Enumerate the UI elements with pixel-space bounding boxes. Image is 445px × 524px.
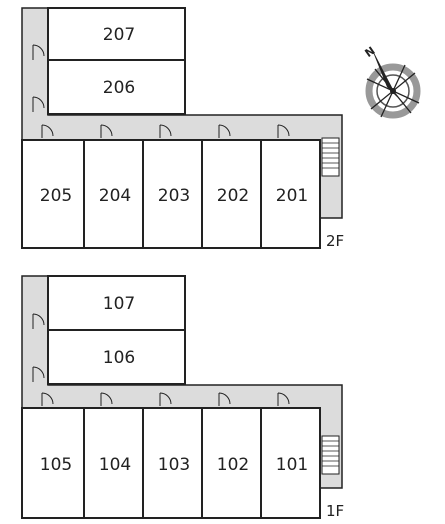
- stair-treads-2f: [322, 142, 339, 169]
- door-icon: [159, 392, 172, 406]
- door-icon: [32, 44, 45, 60]
- unit-206[interactable]: 206: [47, 59, 186, 115]
- unit-105[interactable]: 105: [21, 407, 85, 519]
- door-icon: [100, 124, 113, 138]
- door-icon: [100, 392, 113, 406]
- compass-rose-icon: N: [362, 44, 421, 119]
- unit-202[interactable]: 202: [201, 139, 262, 249]
- unit-107-label: 107: [103, 294, 135, 314]
- unit-102[interactable]: 102: [201, 407, 262, 519]
- door-icons-2f: [32, 44, 290, 138]
- door-icon: [41, 124, 54, 138]
- floor-label-1f: 1F: [326, 502, 344, 520]
- door-icon: [32, 366, 45, 382]
- door-icon: [41, 392, 54, 406]
- unit-207[interactable]: 207: [47, 7, 186, 61]
- unit-203[interactable]: 203: [142, 139, 203, 249]
- unit-105-label: 105: [40, 455, 72, 475]
- compass-north-label: N: [362, 44, 377, 60]
- unit-104-label: 104: [99, 455, 131, 475]
- unit-206-label: 206: [103, 78, 135, 98]
- floor-2f: 207 206 205 204 203 202 201: [21, 7, 344, 250]
- stair-1f: [321, 435, 340, 475]
- door-icon: [32, 313, 45, 329]
- unit-202-label: 202: [217, 186, 249, 206]
- unit-104[interactable]: 104: [83, 407, 144, 519]
- unit-101-label: 101: [276, 455, 308, 475]
- unit-204[interactable]: 204: [83, 139, 144, 249]
- unit-204-label: 204: [99, 186, 131, 206]
- unit-201[interactable]: 201: [260, 139, 321, 249]
- door-icon: [159, 124, 172, 138]
- door-icon: [218, 124, 231, 138]
- unit-207-label: 207: [103, 25, 135, 45]
- unit-101[interactable]: 101: [260, 407, 321, 519]
- unit-205[interactable]: 205: [21, 139, 85, 249]
- unit-106[interactable]: 106: [47, 329, 186, 385]
- floor-label-2f: 2F: [326, 232, 344, 250]
- unit-201-label: 201: [276, 186, 308, 206]
- stair-2f: [321, 137, 340, 177]
- door-icon: [32, 96, 45, 112]
- door-icon: [218, 392, 231, 406]
- door-icons-1f: [32, 313, 290, 406]
- unit-107[interactable]: 107: [47, 275, 186, 331]
- stair-treads-1f: [322, 440, 339, 467]
- door-icon: [277, 124, 290, 138]
- unit-106-label: 106: [103, 348, 135, 368]
- floor-1f: 107 106 105 104 103 102 101: [21, 275, 344, 520]
- unit-205-label: 205: [40, 186, 72, 206]
- unit-203-label: 203: [158, 186, 190, 206]
- unit-103[interactable]: 103: [142, 407, 203, 519]
- unit-102-label: 102: [217, 455, 249, 475]
- door-icon: [277, 392, 290, 406]
- unit-103-label: 103: [158, 455, 190, 475]
